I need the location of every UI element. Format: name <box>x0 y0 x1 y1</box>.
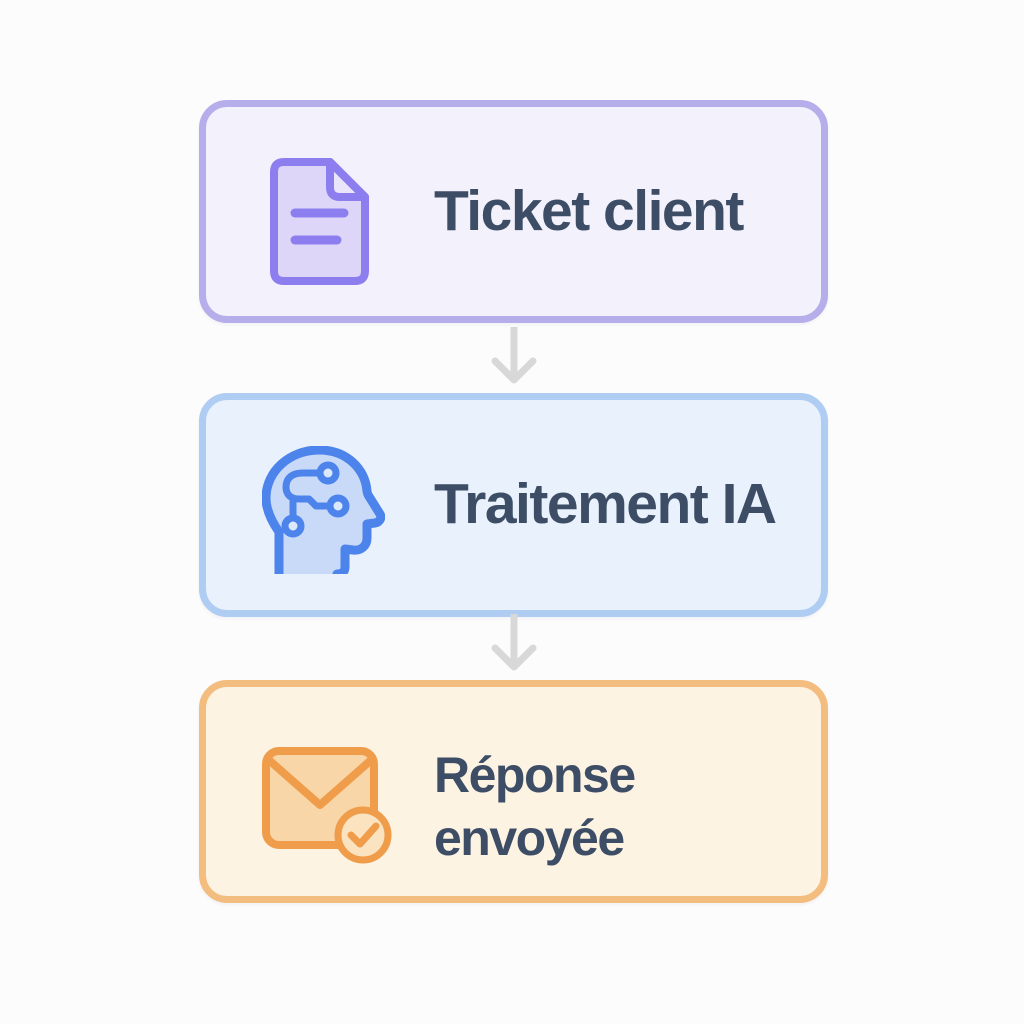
arrow-down-icon <box>491 614 537 671</box>
node-traitement-ia: Traitement IA <box>199 393 828 617</box>
node-ticket-client: Ticket client <box>199 100 828 323</box>
node-reponse-envoyee: Réponse envoyée <box>199 680 828 903</box>
arrow-down-icon <box>491 327 537 384</box>
node-label: Ticket client <box>434 178 744 243</box>
document-icon <box>268 158 369 285</box>
node-label: Traitement IA <box>434 472 777 537</box>
node-label: Réponse envoyée <box>434 746 636 866</box>
ai-head-circuit-icon <box>261 445 386 579</box>
envelope-check-icon <box>262 747 393 866</box>
